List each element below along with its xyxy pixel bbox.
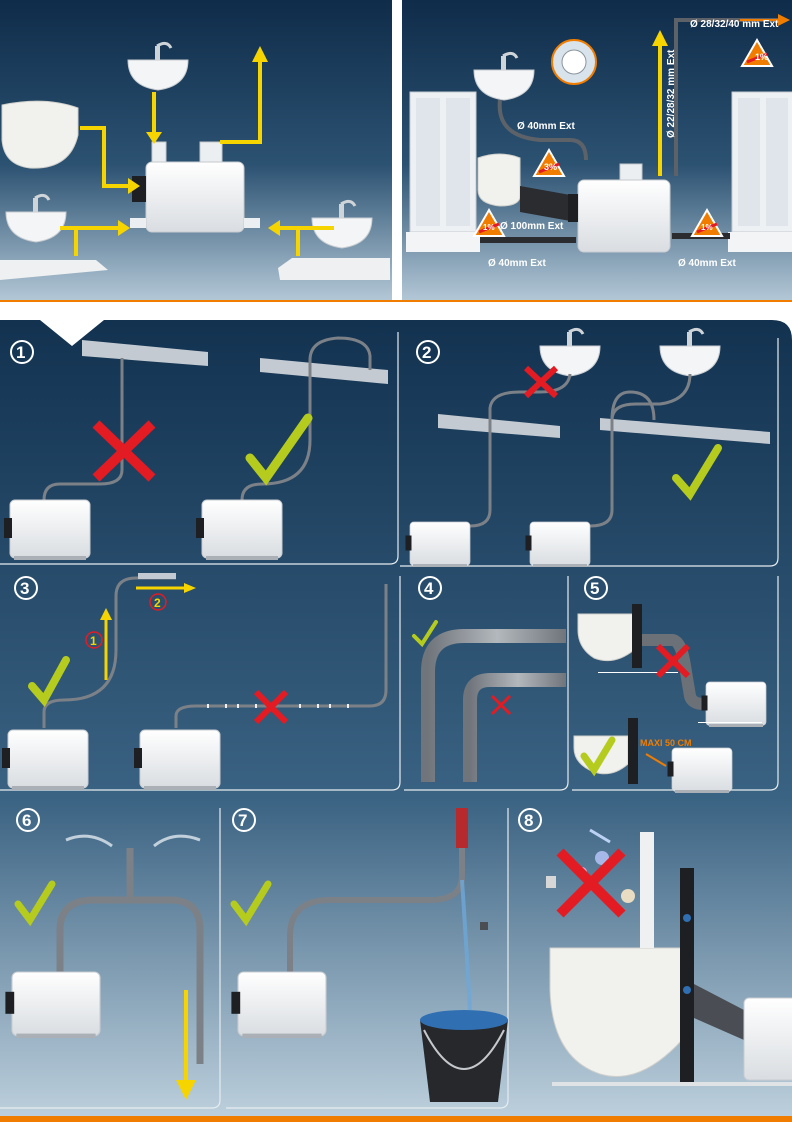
separator-line [0,300,792,302]
step-number: 7 [238,811,247,830]
overview-panel [0,0,392,300]
step-8-panel [546,828,792,1086]
step-number: 4 [424,579,434,598]
toilet-icon [1,100,79,169]
slope-label: 1% [755,52,768,62]
macerator-unit [130,141,260,233]
wc-pipe-label: Ø 100mm Ext [500,221,564,232]
step-number: 2 [422,343,431,362]
cross-icon [92,420,156,482]
step-number: 5 [590,579,599,598]
check-icon [412,620,438,648]
step-6-panel [4,834,204,1100]
toilet-icon [477,153,521,207]
basin-pipe-label: Ø 40mm Ext [517,121,575,132]
step-4-panel [412,620,566,782]
step-1-panel [3,336,388,561]
step-3-panel: 1 2 [1,573,388,791]
step-number: 6 [22,811,31,830]
slope-label: 1% [483,223,495,232]
step-number: 8 [524,811,533,830]
slope-label: 1% [701,223,713,232]
check-icon [672,444,722,501]
right-shower-cabin [728,91,792,252]
left-shower-cabin [406,91,480,252]
cross-icon [490,694,512,716]
cross-icon [655,643,691,679]
order-label: 1 [90,634,97,648]
check-icon [14,880,56,927]
check-icon [245,413,313,486]
vertical-pipe-label: Ø 22/28/32 mm Ext [666,49,677,138]
step-number: 3 [20,579,29,598]
right-shower-tray [278,258,390,280]
dimensions-panel: 1% 3% 1% 1% Ø 28/32/40 mm Ext Ø 22/28/32… [402,0,792,300]
step-7-panel [230,808,508,1102]
step-number: 1 [16,343,25,362]
step-numbers: 1 2 3 4 5 6 7 8 [10,340,608,832]
vent-pipe-label: Ø 28/32/40 mm Ext [690,19,779,30]
cross-icon [253,689,289,725]
slope-label: 3% [544,162,557,172]
max-distance-label: MAXI 50 CM [640,738,692,748]
bottom-accent-bar [0,1116,792,1122]
cross-icon [523,365,559,399]
left-shower-tray [0,260,108,280]
check-icon [230,880,272,927]
order-label: 2 [154,596,161,610]
right-inlet-label: Ø 40mm Ext [678,258,736,269]
macerator-unit [568,163,671,253]
step-5-panel: MAXI 50 CM [573,604,767,794]
check-icon [580,736,616,777]
check-icon [28,656,70,707]
step-2-panel [405,327,770,568]
left-inlet-label: Ø 40mm Ext [488,258,546,269]
flow-arrows [60,60,334,256]
cross-icon [556,848,626,918]
